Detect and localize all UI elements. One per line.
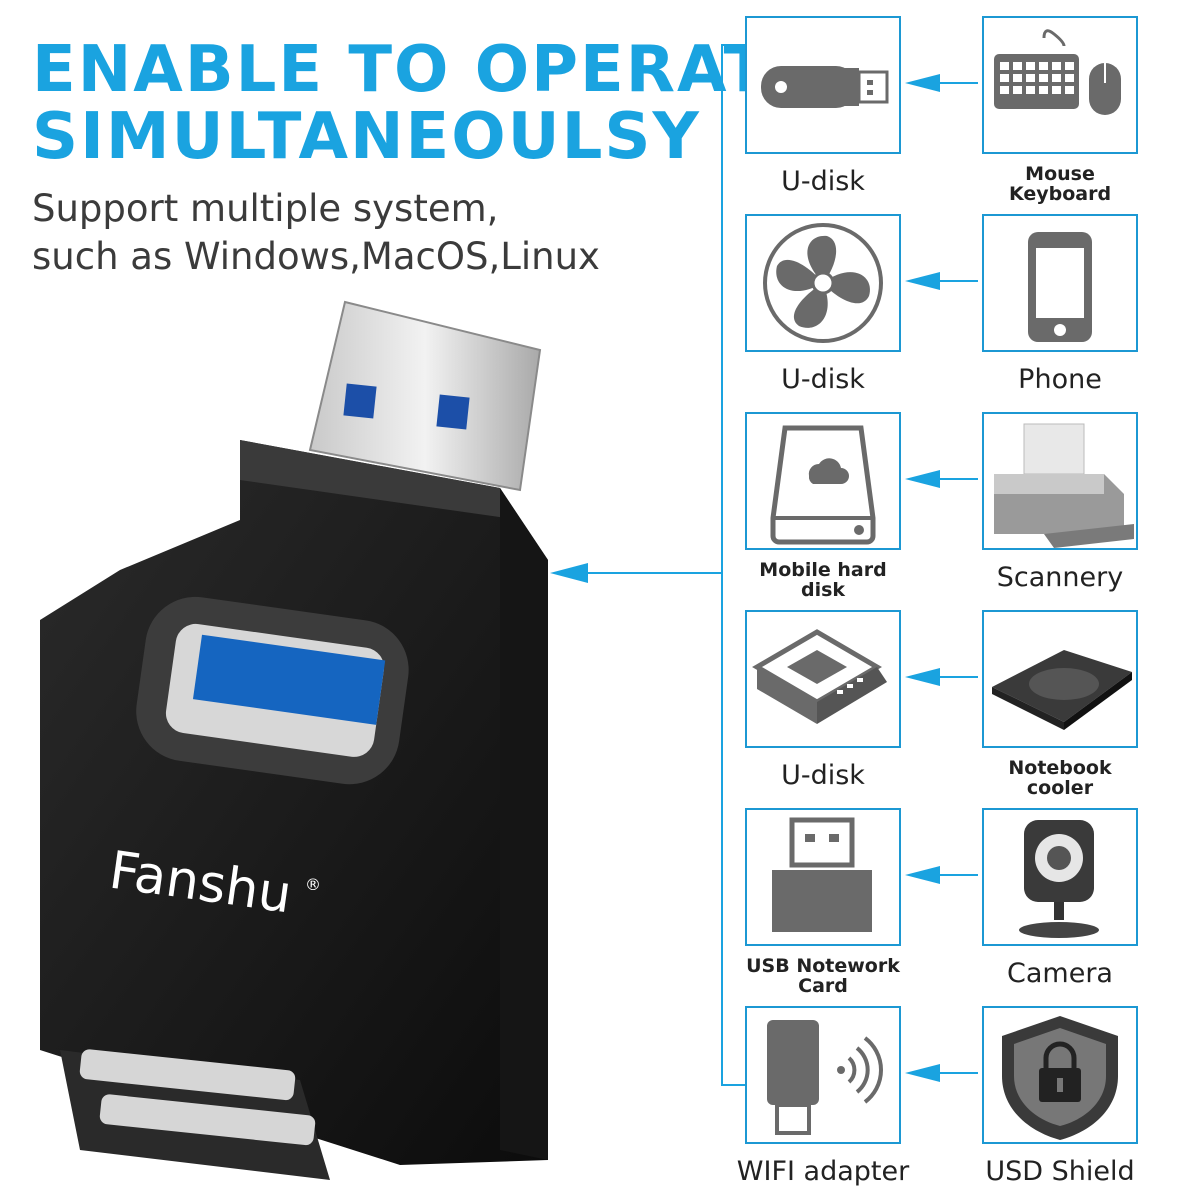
device-label-line: U-disk bbox=[781, 364, 865, 395]
row-arrow-head bbox=[905, 1064, 940, 1082]
row-arrow-head bbox=[905, 470, 940, 488]
device-tile-shield-lock bbox=[982, 1006, 1138, 1144]
usb-hub-image: Fanshu ® bbox=[40, 300, 548, 1180]
device-label-line: Scannery bbox=[996, 562, 1124, 593]
row-arrow-head bbox=[905, 74, 940, 92]
camera-icon bbox=[1019, 820, 1099, 938]
scanner-icon bbox=[752, 629, 887, 724]
device-label-line: U-disk bbox=[781, 166, 865, 197]
device-label: U-disk bbox=[725, 366, 921, 393]
device-label: Phone bbox=[962, 366, 1158, 393]
device-label: WIFI adapter bbox=[725, 1158, 921, 1185]
notebook-cooler-icon bbox=[992, 650, 1132, 730]
device-tile-usb-stick bbox=[745, 16, 901, 154]
headline-line-2: SIMULTANEOULSY bbox=[32, 100, 701, 174]
device-tile-wifi-adapter bbox=[745, 1006, 901, 1144]
device-label-line: USB Notework bbox=[746, 955, 900, 977]
device-tile-keyboard-mouse bbox=[982, 16, 1138, 154]
device-label: Camera bbox=[962, 960, 1158, 987]
hard-drive-icon bbox=[770, 425, 876, 545]
row-arrow-head bbox=[905, 272, 940, 290]
device-tile-camera bbox=[982, 808, 1138, 946]
device-label-line: U-disk bbox=[781, 760, 865, 791]
device-tile-usb-network-card bbox=[745, 808, 901, 946]
device-tile-printer bbox=[982, 412, 1138, 550]
brand-mark: ® bbox=[305, 875, 321, 894]
device-label-line: USD Shield bbox=[985, 1156, 1135, 1187]
usb-stick-icon bbox=[761, 66, 889, 108]
device-label-line: WIFI adapter bbox=[736, 1156, 910, 1187]
device-tile-fan bbox=[745, 214, 901, 352]
device-label: U-disk bbox=[725, 762, 921, 789]
device-label-line: Mobile hard bbox=[759, 559, 887, 581]
keyboard-mouse-icon bbox=[994, 29, 1121, 115]
headline-line-1: ENABLE TO OPERATE bbox=[32, 33, 815, 107]
device-label-line: Keyboard bbox=[1008, 183, 1112, 205]
fan-icon bbox=[763, 223, 883, 343]
shield-lock-icon bbox=[1002, 1016, 1118, 1140]
device-label-line: Card bbox=[798, 975, 848, 997]
subtitle-line-1: Support multiple system, bbox=[32, 187, 499, 230]
device-label-line: Mouse bbox=[1025, 163, 1095, 185]
row-arrow-head bbox=[905, 668, 940, 686]
device-label: USD Shield bbox=[962, 1158, 1158, 1185]
device-label-line: cooler bbox=[1026, 777, 1094, 799]
device-tile-notebook-cooler bbox=[982, 610, 1138, 748]
device-tile-phone bbox=[982, 214, 1138, 352]
printer-icon bbox=[994, 423, 1134, 548]
device-tile-hard-drive bbox=[745, 412, 901, 550]
device-label: U-disk bbox=[725, 168, 921, 195]
row-arrow-head bbox=[905, 866, 940, 884]
phone-icon bbox=[1028, 232, 1092, 342]
device-label-line: disk bbox=[800, 579, 846, 601]
wifi-adapter-icon bbox=[767, 1020, 883, 1135]
subtitle-line-2: such as Windows,MacOS,Linux bbox=[32, 235, 600, 278]
device-tile-scanner bbox=[745, 610, 901, 748]
device-label: Scannery bbox=[962, 564, 1158, 591]
device-label-line: Notebook bbox=[1008, 757, 1112, 779]
usb-network-card-icon bbox=[772, 817, 872, 932]
device-label-line: Phone bbox=[1018, 364, 1102, 395]
device-label-line: Camera bbox=[1007, 958, 1113, 989]
